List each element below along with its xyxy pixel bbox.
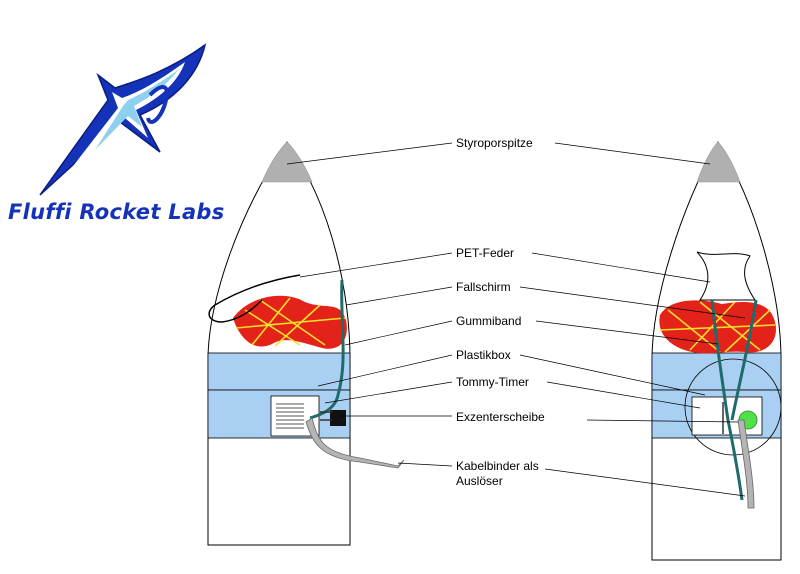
- cable-tie-left: [305, 417, 405, 469]
- plastic-box-left: [207, 352, 351, 391]
- label-nose-cone: Styroporspitze: [456, 136, 533, 150]
- label-pet-spring: PET-Feder: [456, 246, 515, 260]
- leader-lines: [286, 142, 746, 497]
- rocket-right: [651, 141, 782, 561]
- cable-tie-right: [737, 419, 755, 509]
- parachute-left: [233, 295, 347, 349]
- label-rubber-band: Gummiband: [456, 314, 522, 328]
- label-plastic-box: Plastikbox: [456, 348, 511, 362]
- plastic-box-right: [651, 352, 782, 391]
- pet-spring-left: [208, 274, 301, 323]
- label-cam-disc: Exzenterscheibe: [456, 410, 545, 424]
- label-parachute: Fallschirm: [456, 280, 511, 294]
- rocket-swoosh-logo-icon: [39, 43, 207, 196]
- cam-disc-left: [330, 410, 346, 426]
- pet-spring-right: [696, 251, 756, 301]
- brand-name: Fluffi Rocket Labs: [8, 200, 225, 224]
- label-timer: Tommy-Timer: [456, 375, 529, 389]
- nose-cone-right: [696, 141, 741, 183]
- nose-cone-left: [261, 141, 313, 183]
- rubber-band-right: [710, 299, 744, 501]
- label-cable-tie-line1: Kabelbinder als: [456, 459, 539, 473]
- rocket-left: [207, 141, 405, 546]
- label-cable-tie-line2: Auslöser: [456, 474, 503, 488]
- rubber-band-left: [309, 279, 345, 420]
